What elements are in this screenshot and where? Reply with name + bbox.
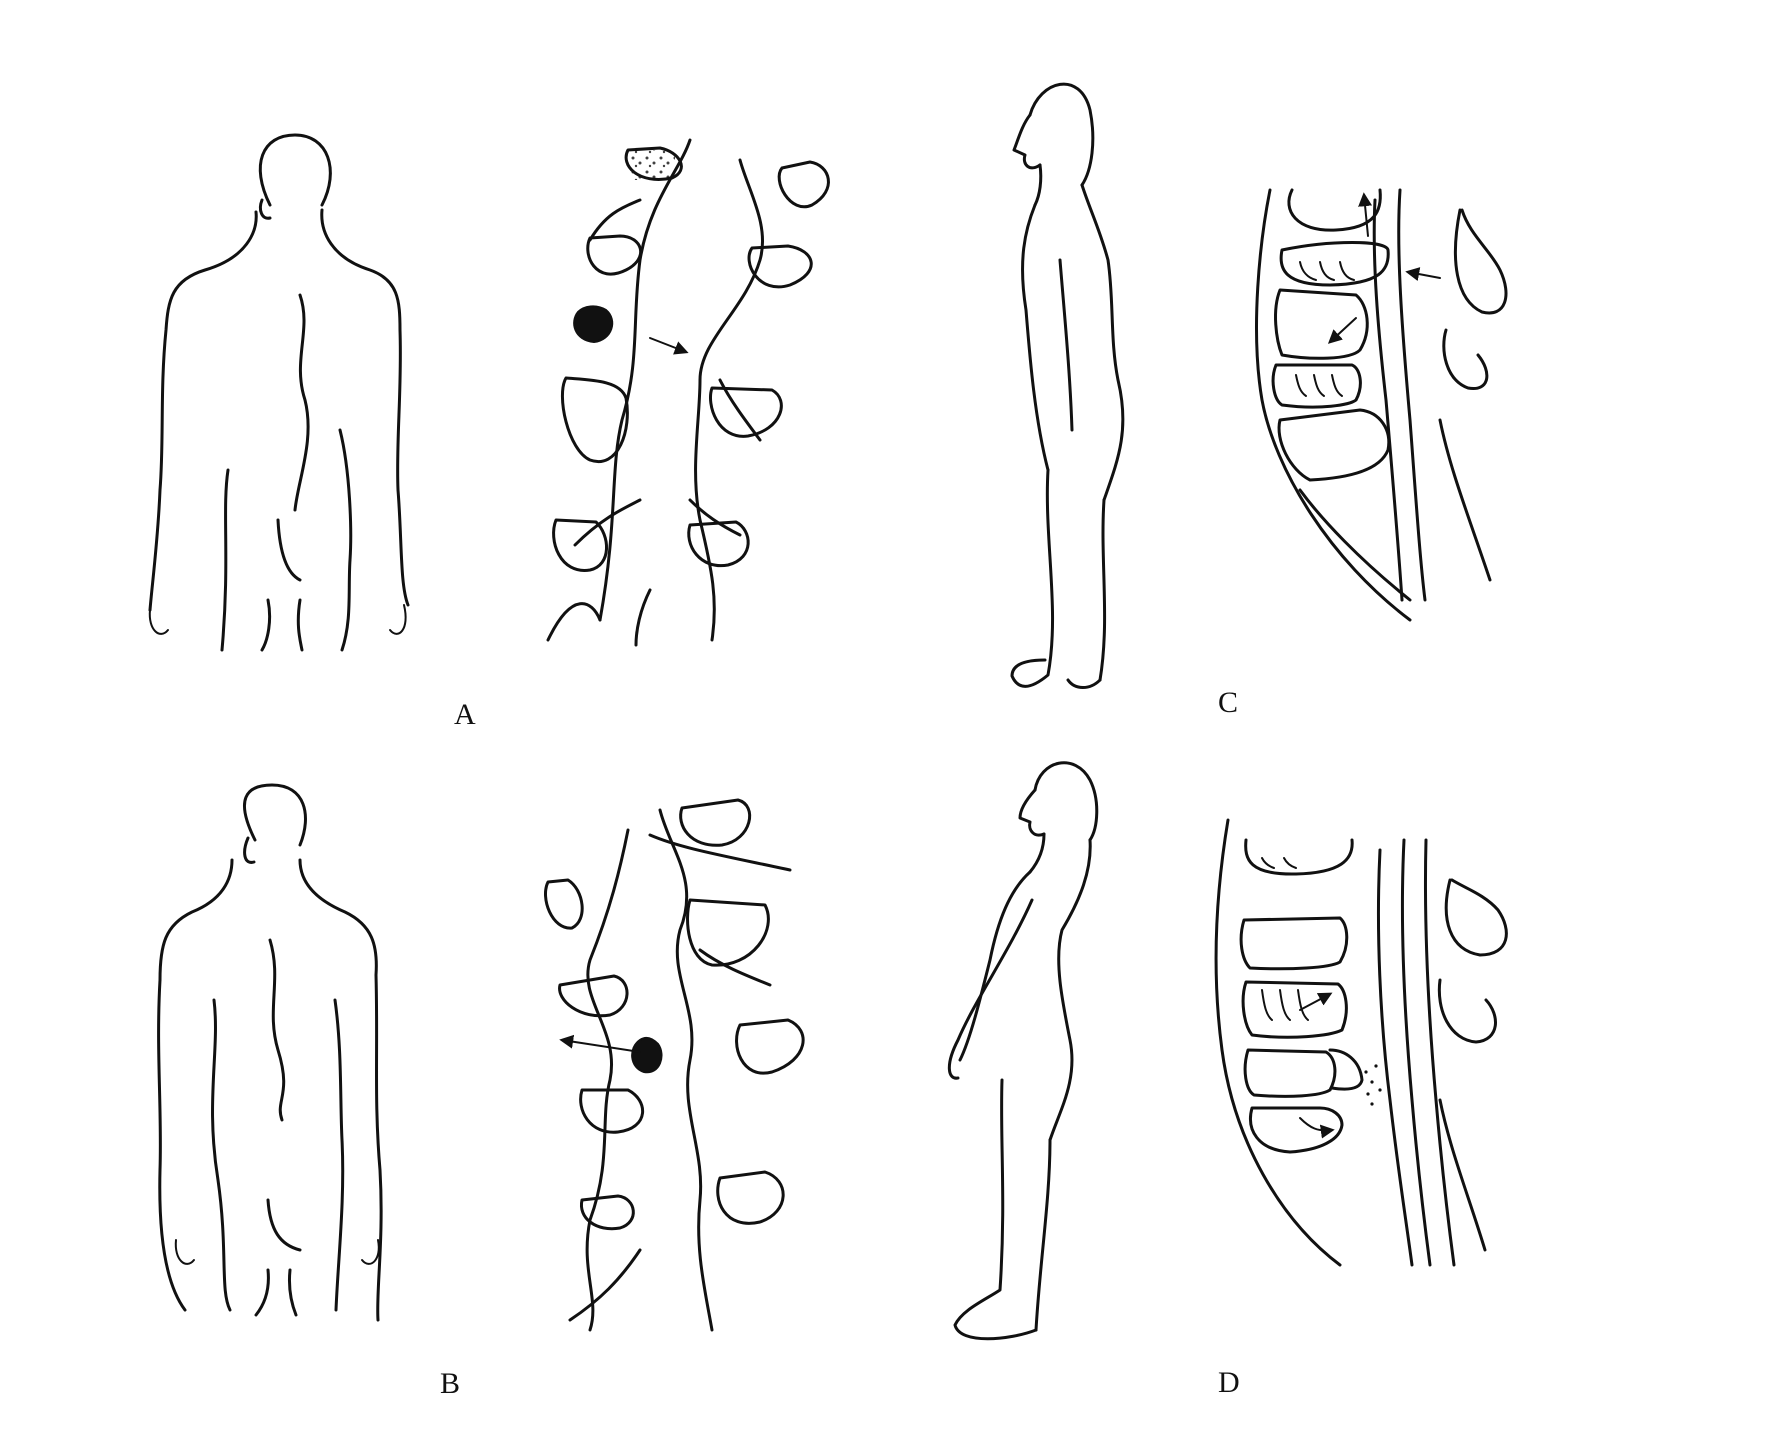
panel-label-b: B (440, 1367, 460, 1400)
back-view-figure-b (157, 783, 383, 1322)
panel-label-a: A (454, 698, 476, 731)
spine-detail-c (1255, 188, 1508, 622)
spine-detail-a (546, 138, 830, 647)
spine-detail-d (1214, 818, 1508, 1267)
panel-b: B (157, 783, 805, 1400)
herniation-stipple-d (1364, 1064, 1382, 1106)
panel-label-c: C (1218, 686, 1238, 719)
panel-c: C (1010, 82, 1508, 719)
back-view-figure-a (148, 133, 410, 652)
side-view-figure-d (947, 761, 1099, 1341)
lesion-b (631, 1036, 663, 1074)
panel-d: D (947, 761, 1508, 1399)
panel-label-d: D (1218, 1366, 1240, 1399)
spine-detail-b (544, 798, 805, 1332)
panel-a: A (148, 133, 830, 731)
side-view-figure-c (1010, 82, 1125, 689)
lesion-a (573, 305, 614, 344)
